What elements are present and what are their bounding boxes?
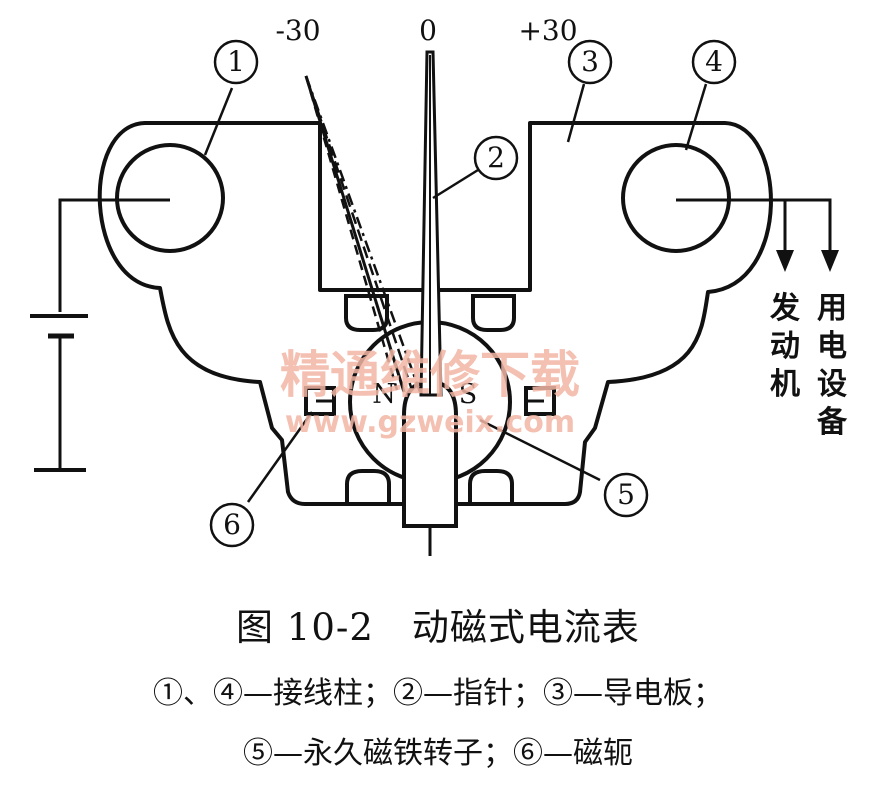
callout-5: 5 [479,418,649,518]
bottom-bump-right [468,469,514,506]
top-bump-right [471,294,516,332]
output-label-engine: 发动机 [769,291,800,402]
callout-4: 4 [684,39,737,151]
svg-text:6: 6 [223,508,241,541]
arrow-down-icon [776,250,794,272]
callout-6: 6 [209,411,314,548]
svg-text:发动机: 发动机 [769,291,800,402]
terminal-right [621,143,731,253]
callout-1: 1 [203,39,259,156]
output-label-loads: 用电设备 [817,291,848,440]
figure-title: 图 10-2 动磁式电流表 [236,606,640,649]
terminal-left [115,143,225,253]
scale-center-label: 0 [419,14,437,47]
svg-text:1: 1 [227,45,245,78]
bottom-bump-left [345,469,391,506]
callout-3: 3 [566,39,613,143]
svg-text:用电设备: 用电设备 [817,291,848,440]
arrow-down-icon [821,250,839,272]
pointer-trace-dashed-3 [304,75,399,391]
watermark-url: www.gzweix.com [285,405,575,440]
legend-line-1: ①、④—接线柱；②—指针；③—导电板； [153,676,723,711]
yoke-pole-right [524,386,556,416]
output-wire [676,198,832,255]
svg-text:2: 2 [487,141,505,174]
rotor-north-label: N [372,379,396,410]
scale-right-label: +30 [518,14,577,47]
svg-text:4: 4 [705,45,723,78]
rotor-south-label: S [459,379,478,410]
scale-left-label: -30 [275,14,320,47]
housing-outline [97,121,773,506]
legend-line-2: ⑤—永久磁铁转子；⑥—磁轭 [243,736,633,771]
callout-2: 2 [432,135,519,200]
watermark-cn: 精通维修下载 [280,346,580,404]
battery-wire [58,198,170,312]
pointer-trace-dashed-2 [304,75,422,393]
svg-text:3: 3 [581,45,599,78]
svg-text:5: 5 [617,478,635,511]
yoke-pole-left [304,386,336,416]
